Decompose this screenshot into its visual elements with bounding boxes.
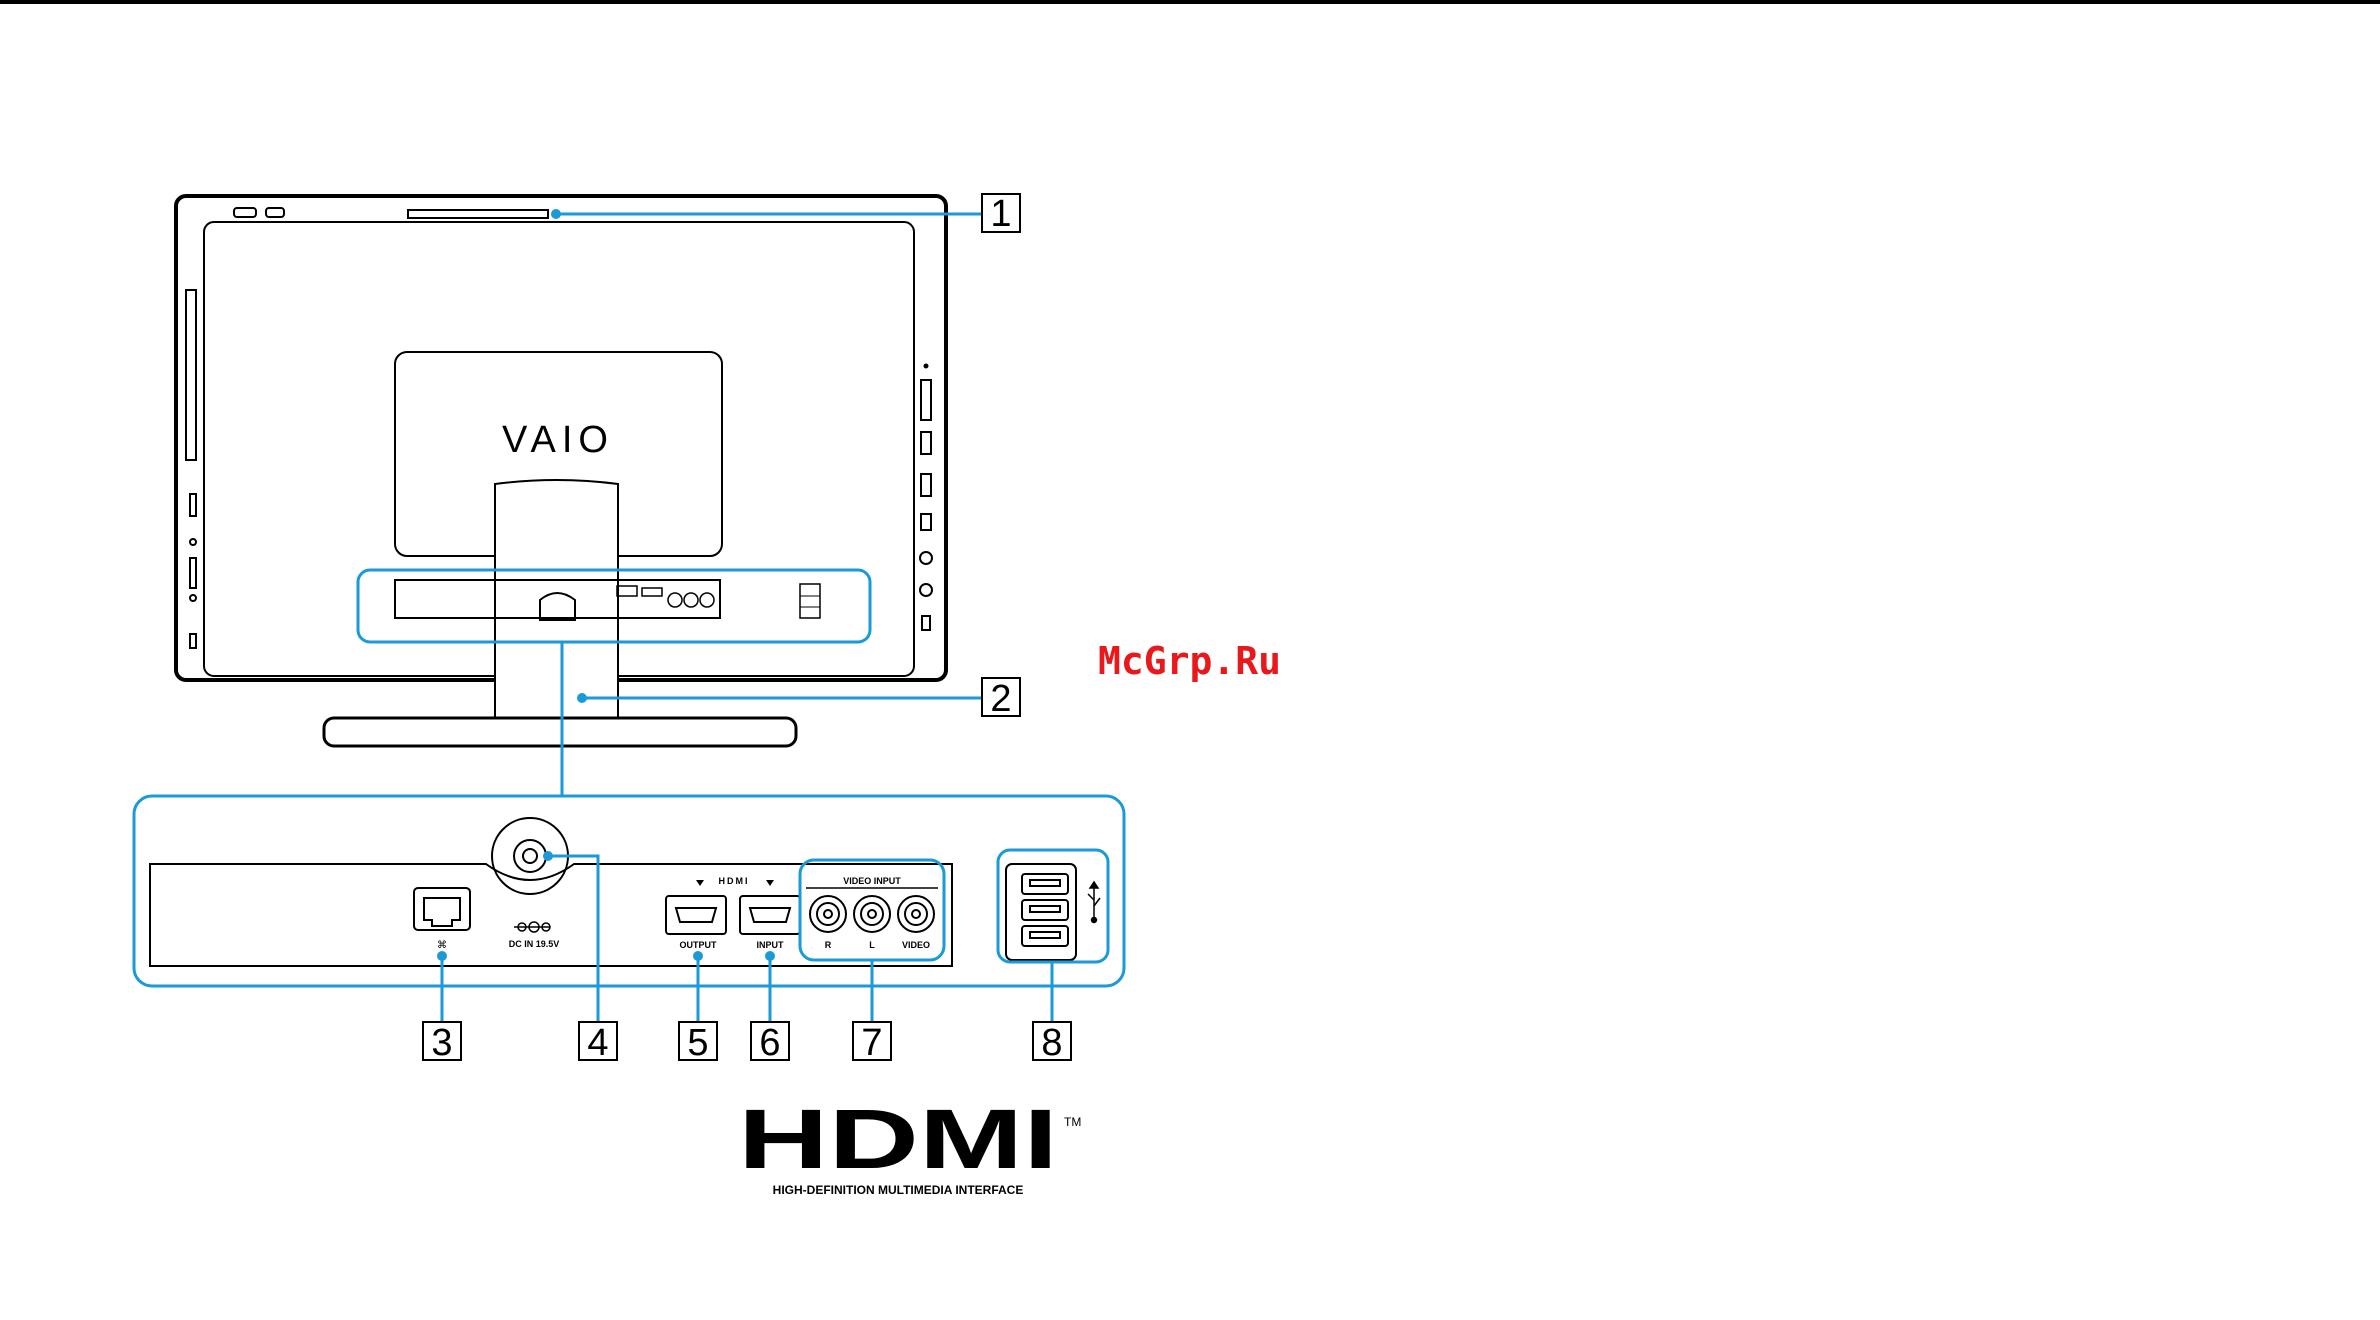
svg-text:4: 4	[587, 1022, 608, 1064]
top-border	[0, 0, 2380, 4]
callout-2: 2	[577, 678, 1020, 720]
callout-1: 1	[551, 193, 1020, 235]
callout-3: 3	[423, 951, 461, 1064]
svg-text:5: 5	[687, 1022, 708, 1064]
audio-l-label: L	[869, 940, 875, 950]
svg-text:2: 2	[990, 678, 1011, 720]
svg-text:8: 8	[1041, 1022, 1062, 1064]
rca-jack-r	[810, 896, 846, 932]
lan-port-icon: ⌘	[414, 888, 470, 951]
svg-text:3: 3	[431, 1022, 452, 1064]
svg-text:7: 7	[861, 1022, 882, 1064]
svg-text:TM: TM	[1064, 1115, 1081, 1129]
vaio-logo: VAIO	[502, 419, 614, 461]
usb-symbol-icon	[1088, 882, 1100, 923]
hdmi-input-port	[740, 896, 800, 934]
watermark: McGrp.Ru	[1098, 639, 1281, 683]
hdmi-output-arrow-icon	[696, 880, 704, 886]
detail-highlight	[134, 796, 1124, 986]
svg-text:HDMI: HDMI	[738, 1092, 1058, 1186]
rca-jack-video	[898, 896, 934, 932]
svg-text:6: 6	[759, 1022, 780, 1064]
svg-text:HIGH-DEFINITION MULTIMEDIA INT: HIGH-DEFINITION MULTIMEDIA INTERFACE	[773, 1183, 1024, 1197]
callout-8: 8	[1033, 962, 1071, 1064]
hdmi-input-arrow-icon	[766, 880, 774, 886]
callout-6: 6	[751, 951, 789, 1064]
hdmi-output-port	[666, 896, 726, 934]
svg-text:1: 1	[990, 193, 1011, 235]
rca-jack-l	[854, 896, 890, 932]
callout-5: 5	[679, 951, 717, 1064]
hdmi-header: HDMI	[719, 876, 750, 886]
video-input-header: VIDEO INPUT	[843, 876, 901, 886]
dc-in-symbol-icon	[514, 922, 550, 932]
usb-ports	[1022, 874, 1068, 946]
hdmi-output-label: OUTPUT	[680, 940, 718, 950]
hdmi-logo: HDMI TM HIGH-DEFINITION MULTIMEDIA INTER…	[738, 1092, 1081, 1197]
audio-r-label: R	[825, 940, 832, 950]
callout-4: 4	[543, 851, 617, 1064]
dc-in-label: DC IN 19.5V	[509, 939, 560, 949]
svg-text:⌘: ⌘	[437, 940, 447, 951]
hdmi-input-label: INPUT	[757, 940, 785, 950]
video-label: VIDEO	[902, 940, 930, 950]
callout-7: 7	[853, 960, 891, 1064]
